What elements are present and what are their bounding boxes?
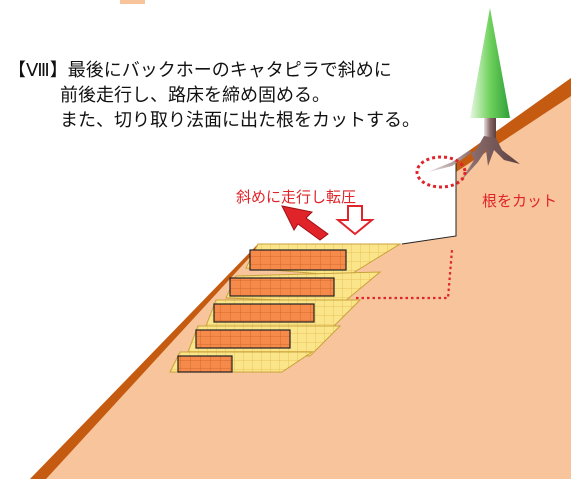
root-cut-label: 根をカット	[482, 192, 558, 210]
lower-slope-edge	[30, 244, 262, 479]
tree-trunk	[484, 118, 496, 138]
step-label: 【Ⅷ】	[8, 60, 68, 81]
instruction-line-2: 前後走行し、路床を締め固める。	[60, 85, 330, 106]
tree-crown	[470, 8, 510, 118]
track-3	[213, 303, 315, 323]
tree-roots	[428, 136, 520, 182]
track-2	[229, 277, 335, 297]
caterpillar-tracks	[177, 249, 347, 373]
track-4	[195, 329, 291, 349]
instruction-line-3: また、切り取り法面に出た根をカットする。	[60, 110, 420, 131]
compaction-label: 斜めに走行し転圧	[236, 188, 357, 206]
top-ground-strip	[120, 0, 145, 4]
compaction-down-arrow	[335, 205, 375, 236]
travel-direction-arrow	[281, 205, 329, 241]
track-5	[177, 355, 233, 373]
cut-face-line	[401, 160, 457, 245]
track-1	[249, 249, 347, 271]
instruction-line-1: 【Ⅷ】最後にバックホーのキャタピラで斜めに	[8, 60, 392, 81]
root-cut-circle	[415, 155, 467, 189]
tree-illustration	[428, 8, 520, 182]
instruction-text: 【Ⅷ】最後にバックホーのキャタピラで斜めに 前後走行し、路床を締め固める。 また…	[8, 58, 420, 133]
